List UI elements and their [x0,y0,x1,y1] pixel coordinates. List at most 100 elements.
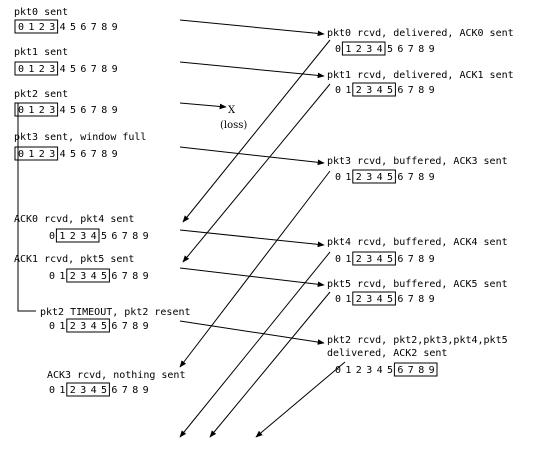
sender-label-ack0-rcvd: ACK0 rcvd, pkt4 sent [14,214,134,225]
seq-digit: 5 [387,365,393,376]
seq-digit: 4 [377,254,383,265]
seq-digit: 1 [28,64,34,75]
seq-digit: 4 [60,105,66,116]
arrow-pkt2-resent [179,320,325,345]
seq-digit: 3 [80,385,86,396]
seq-digit: 8 [101,149,107,160]
seq-digit: 8 [418,254,424,265]
seq-digit: 3 [366,172,372,183]
seq-digit: 7 [122,321,128,332]
seq-digit: 2 [70,385,76,396]
seq-digit: 5 [101,321,107,332]
window-box [14,61,59,76]
seq-digit: 4 [60,64,66,75]
seq-digit: 6 [80,22,86,33]
seq-digit: 3 [366,365,372,376]
sender-label-pkt0-sent: pkt0 sent [14,7,68,18]
seq-digit: 9 [112,64,118,75]
window-box [66,382,110,397]
window-box [352,82,396,97]
message-arrows [179,19,346,438]
seq-digit: 5 [387,254,393,265]
window-box [66,268,110,283]
seq-digit: 8 [418,365,424,376]
seq-digit: 7 [408,254,414,265]
receiver-label-delivered-ack2: delivered, ACK2 sent [327,348,447,359]
seq-digit: 4 [377,365,383,376]
window-box [14,146,59,161]
seq-digit: 1 [59,321,65,332]
sender-label-pkt3-sent: pkt3 sent, window full [14,132,146,143]
loss-mark: X [228,105,236,116]
window-box [14,102,59,117]
receiver-label-pkt3-rcvd: pkt3 rcvd, buffered, ACK3 sent [327,156,508,167]
seq-digit: 2 [39,149,45,160]
seq-digit: 3 [366,294,372,305]
seq-digit: 6 [111,231,117,242]
seq-digit: 5 [387,172,393,183]
seq-digit: 8 [101,105,107,116]
seq-digit: 9 [429,294,435,305]
seq-digit: 8 [418,294,424,305]
seq-digit: 9 [143,231,149,242]
window-box [14,19,59,34]
seq-digit: 2 [70,231,76,242]
seq-digit: 9 [429,365,435,376]
seq-digit: 2 [356,254,362,265]
seq-digit: 8 [132,385,138,396]
seq-digit: 5 [387,294,393,305]
sender-label-ack3-rcvd: ACK3 rcvd, nothing sent [47,370,185,381]
window-box [352,169,396,184]
seq-digit: 8 [101,64,107,75]
seq-digit: 8 [418,44,424,55]
seq-digit: 5 [70,105,76,116]
seq-digit: 9 [429,44,435,55]
receiver-label-pkt4-rcvd: pkt4 rcvd, buffered, ACK4 sent [327,237,508,248]
seq-digit: 6 [397,294,403,305]
seq-digit: 4 [377,44,383,55]
window-box [66,318,110,333]
seq-digit: 8 [418,172,424,183]
arrow-pkt4 [179,229,325,248]
sender-label-pkt1-sent: pkt1 sent [14,47,68,58]
seq-digit: 7 [408,172,414,183]
seq-digit: 4 [377,172,383,183]
seq-digit: 0 [49,385,55,396]
arrow-pkt5 [179,267,325,288]
seq-digit: 2 [356,172,362,183]
seq-digit: 3 [80,231,86,242]
receiver-label-pkt2-rcvd: pkt2 rcvd, pkt2,pkt3,pkt4,pkt5 [327,335,508,346]
arrow-ack3 [179,170,331,368]
seq-digit: 0 [18,149,24,160]
seq-digit: 4 [377,85,383,96]
arrow-pkt2-lost [179,102,227,110]
seq-digit: 4 [91,385,97,396]
seq-digit: 5 [387,44,393,55]
seq-digit: 6 [397,85,403,96]
seq-digit: 7 [91,105,97,116]
seq-digit: 0 [335,85,341,96]
arrow-ack5 [209,291,331,438]
sender-label-pkt2-sent: pkt2 sent [14,89,68,100]
receiver-label-pkt1-rcvd: pkt1 rcvd, delivered, ACK1 sent [327,70,514,81]
seq-digit: 3 [80,271,86,282]
seq-digit: 0 [18,64,24,75]
seq-digit: 8 [132,231,138,242]
seq-digit: 2 [356,44,362,55]
sender-label-ack1-rcvd: ACK1 rcvd, pkt5 sent [14,254,134,265]
window-box [352,291,396,306]
seq-digit: 5 [70,149,76,160]
arrow-ack2 [255,361,346,438]
receiver-label-pkt5-rcvd: pkt5 rcvd, buffered, ACK5 sent [327,279,508,290]
seq-digit: 4 [91,231,97,242]
